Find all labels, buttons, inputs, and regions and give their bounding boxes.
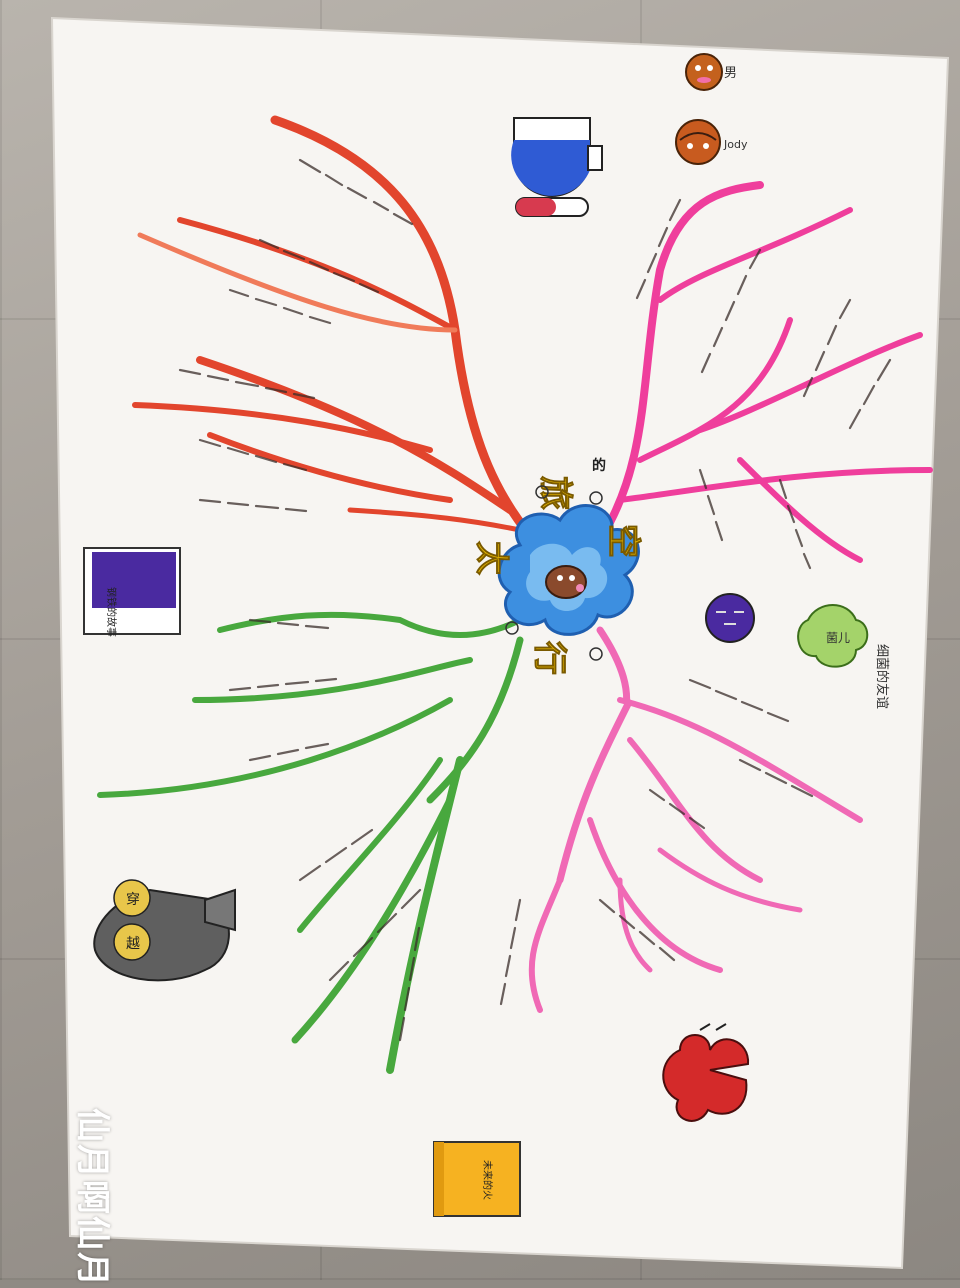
center-title-char-4: 行 xyxy=(529,641,569,675)
watermark-text: 仙月啊仙月 xyxy=(72,1108,112,1288)
pink-branch-upper xyxy=(596,181,933,563)
red-branch-group xyxy=(132,115,545,553)
test-tube-icon xyxy=(515,197,589,217)
book-purple-icon: 钢铁的故事 xyxy=(83,547,181,637)
center-title-char-2: 空 xyxy=(603,524,643,558)
book-yellow-icon: 未来的火 xyxy=(433,1141,521,1217)
bag-icon: 穿 越 xyxy=(93,879,236,982)
handwriting-marks xyxy=(178,158,892,1042)
center-node xyxy=(497,504,640,636)
circled-numbers xyxy=(505,485,603,661)
girl-face-icon: Jody xyxy=(675,119,748,165)
purple-ball-icon xyxy=(705,593,755,643)
center-badge-label: 的 xyxy=(592,457,606,474)
flask-icon xyxy=(511,117,603,197)
svg-text:菌儿: 菌儿 xyxy=(826,631,850,645)
green-germ-icon: 菌儿 细菌的友谊 xyxy=(797,604,890,709)
boy-face-icon: 男 xyxy=(685,53,737,91)
svg-text:穿: 穿 xyxy=(126,892,140,908)
svg-text:细菌的友谊: 细菌的友谊 xyxy=(874,644,890,709)
center-title-char-1: 太 xyxy=(471,541,511,575)
pink-branch-lower xyxy=(528,626,863,1013)
svg-text:越: 越 xyxy=(126,936,140,952)
svg-text:男: 男 xyxy=(724,66,737,81)
svg-text:未来的火: 未来的火 xyxy=(481,1160,494,1200)
svg-text:Jody: Jody xyxy=(723,138,748,151)
red-figure-icon xyxy=(662,1023,750,1122)
cartoon-face-icon xyxy=(545,565,587,599)
svg-text:钢铁的故事: 钢铁的故事 xyxy=(105,587,118,637)
paper-sheet xyxy=(52,18,948,1268)
green-branch-group xyxy=(97,611,524,1074)
center-title-char-3: 旅 xyxy=(535,476,575,510)
